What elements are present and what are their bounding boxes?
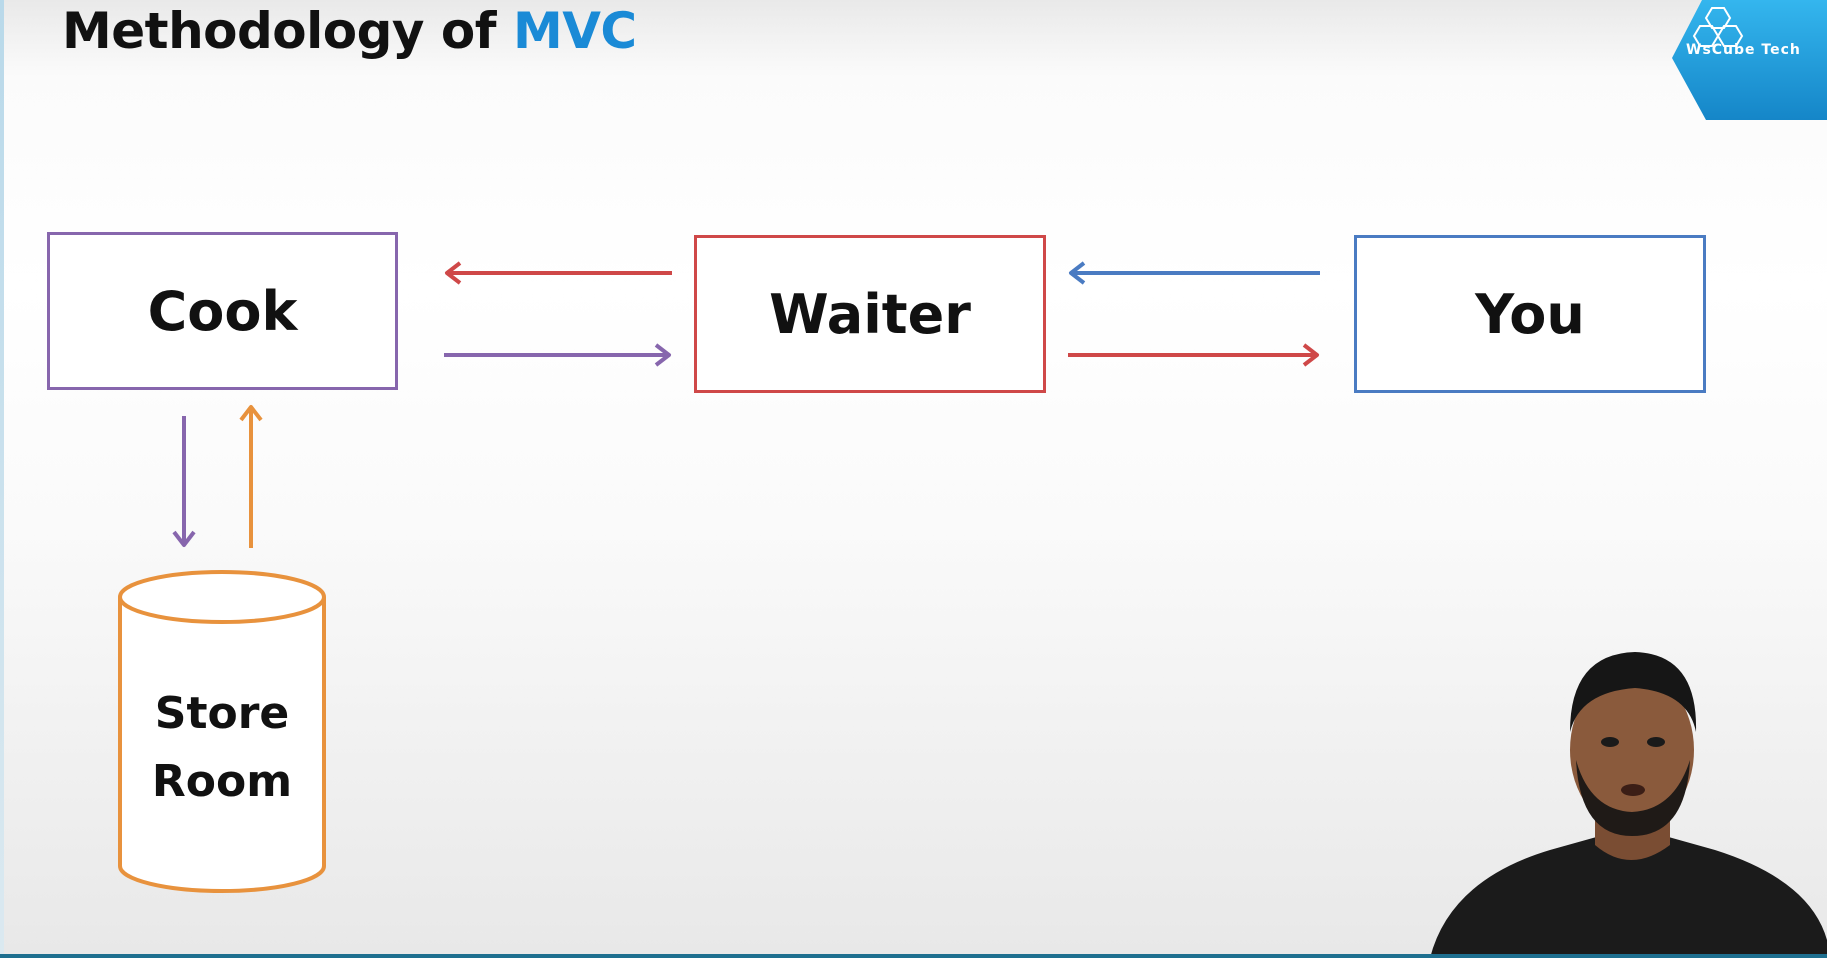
title-accent: MVC	[512, 2, 637, 60]
you-node: You	[1354, 235, 1706, 393]
arrow-waiter-to-you	[1068, 343, 1319, 367]
logo-hexagon-icon	[1672, 0, 1827, 120]
arrow-you-to-waiter	[1069, 261, 1320, 285]
waiter-node: Waiter	[694, 235, 1046, 393]
cook-node: Cook	[47, 232, 398, 390]
waiter-label: Waiter	[769, 282, 971, 346]
store-room-label-line1: Store	[154, 688, 290, 739]
slide-title: Methodology of MVC	[62, 2, 637, 60]
cook-label: Cook	[147, 279, 298, 343]
presenter-figure	[1430, 652, 1827, 958]
presenter-video	[1430, 640, 1827, 958]
title-prefix: Methodology of	[62, 2, 513, 60]
arrow-cook-to-store	[172, 416, 196, 547]
logo-text: WsCube Tech	[1686, 42, 1801, 58]
store-room-label: Store Room	[120, 680, 324, 816]
you-label: You	[1475, 282, 1585, 346]
wscube-logo: WsCube Tech	[1672, 0, 1827, 122]
bottom-edge-stripe	[0, 954, 1827, 958]
arrow-store-to-cook	[239, 405, 263, 548]
arrow-waiter-to-cook	[445, 261, 672, 285]
store-room-label-line2: Room	[151, 756, 293, 807]
store-room-cylinder	[118, 570, 326, 893]
arrow-cook-to-waiter	[444, 343, 671, 367]
left-edge-stripe	[0, 0, 4, 958]
